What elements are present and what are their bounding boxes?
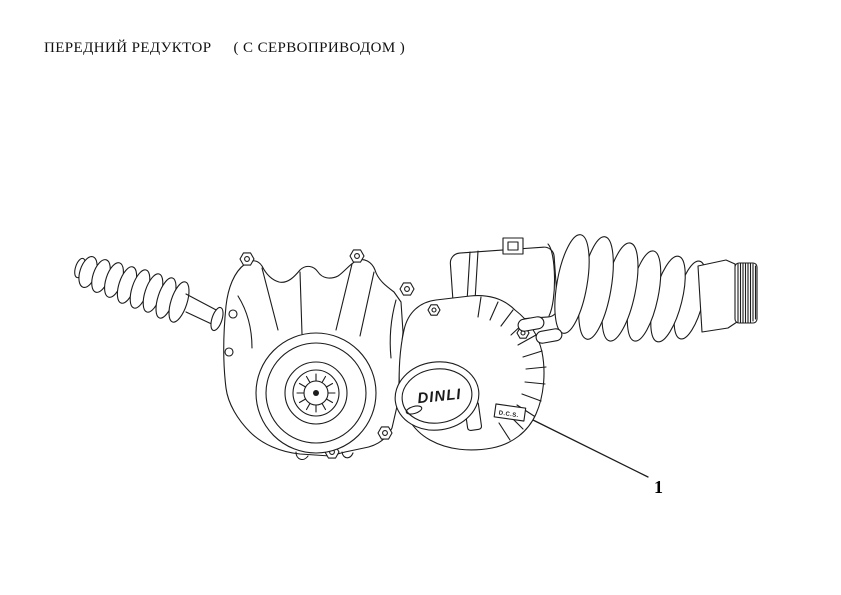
right-axle-boot <box>554 234 707 343</box>
dcs-plate-text: D.C.S. <box>498 410 519 419</box>
left-axle-boot <box>74 256 224 332</box>
page-title: ПЕРЕДНИЙ РЕДУКТОР ( С СЕРВОПРИВОДОМ ) <box>44 40 405 57</box>
callout-1 <box>532 419 649 478</box>
hub-spline-teeth <box>296 373 336 413</box>
page-title-main: ПЕРЕДНИЙ РЕДУКТОР <box>44 40 212 56</box>
page-title-note: ( С СЕРВОПРИВОДОМ ) <box>233 40 406 56</box>
callout-label-1: 1 <box>654 477 663 497</box>
output-hub <box>255 332 377 454</box>
callout-leader-line <box>532 419 649 478</box>
spline-shaft-end <box>697 259 758 333</box>
dinli-emblem: DINLI <box>394 361 480 431</box>
emblem-logo-text: DINLI <box>417 386 463 408</box>
emblem-swoosh <box>405 405 423 415</box>
spline-hatching <box>737 262 757 324</box>
dcs-plate: D.C.S. <box>493 403 527 422</box>
